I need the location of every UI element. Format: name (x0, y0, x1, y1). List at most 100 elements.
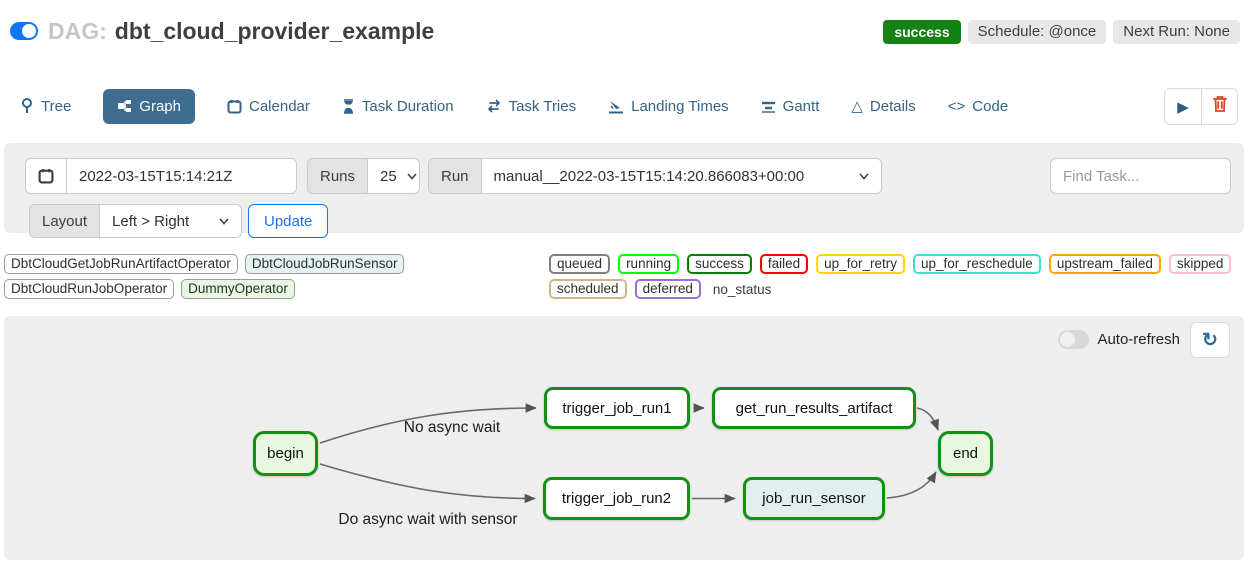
trash-icon (1212, 95, 1228, 118)
tab-landing-times[interactable]: Landing Times (608, 98, 729, 115)
tab-gantt[interactable]: Gantt (761, 98, 819, 115)
calendar-icon (227, 99, 242, 114)
status-legend: queued running success failed up_for_ret… (549, 254, 1244, 299)
play-icon: ▶ (1177, 98, 1189, 116)
plane-landing-icon (608, 99, 624, 114)
find-task-input[interactable] (1050, 158, 1231, 194)
schedule-badge: Schedule: @once (967, 20, 1107, 44)
legend-status[interactable]: up_for_reschedule (912, 254, 1041, 274)
legend-operator: DbtCloudRunJobOperator (4, 279, 175, 299)
dag-name: dbt_cloud_provider_example (114, 18, 435, 44)
edge-label: No async wait (403, 419, 501, 436)
page-title: DAG: dbt_cloud_provider_example (48, 18, 434, 45)
tab-label: Task Tries (508, 97, 577, 115)
run-label: Run (429, 159, 482, 193)
filter-panel: 2022-03-15T15:14:21Z Runs 25 Run manual_… (4, 143, 1244, 238)
status-badge: success (883, 20, 961, 44)
runs-select[interactable]: 25 (368, 159, 419, 193)
graph-canvas[interactable]: No async wait Do async wait with sensor … (4, 316, 1244, 560)
tab-task-duration[interactable]: Task Duration (342, 98, 454, 115)
tab-label: Code (972, 97, 1009, 115)
task-node-end[interactable]: end (938, 431, 993, 476)
chevron-down-icon (407, 172, 417, 180)
repeat-icon (486, 99, 502, 113)
code-icon: <> (947, 97, 966, 115)
dag-prefix-label: DAG: (48, 18, 107, 44)
dag-edges (319, 403, 939, 504)
tab-label: Details (869, 97, 916, 115)
view-tabs: Tree Graph Calendar Task Duration Task T… (20, 86, 1008, 126)
layout-label: Layout (30, 205, 101, 237)
legend-operator: DbtCloudGetJobRunArtifactOperator (4, 254, 238, 274)
base-date-group: 2022-03-15T15:14:21Z (25, 158, 297, 194)
legend-operator: DbtCloudJobRunSensor (244, 254, 405, 274)
legend-operator: DummyOperator (181, 279, 295, 299)
legend-status[interactable]: up_for_retry (816, 254, 905, 274)
legend: DbtCloudGetJobRunArtifactOperator DbtClo… (4, 254, 1244, 299)
edge-artifact-end (916, 407, 939, 431)
legend-status[interactable]: scheduled (549, 279, 627, 299)
operator-legend: DbtCloudGetJobRunArtifactOperator DbtClo… (4, 254, 549, 299)
run-group: Run manual__2022-03-15T15:14:20.866083+0… (428, 158, 882, 194)
edge-sensor-end (886, 471, 937, 499)
auto-refresh-control: Auto-refresh (1058, 330, 1180, 349)
tab-calendar[interactable]: Calendar (227, 98, 310, 115)
legend-status[interactable]: queued (549, 254, 611, 274)
task-node-begin[interactable]: begin (253, 431, 318, 476)
layout-select[interactable]: Left > Right (100, 205, 241, 237)
dag-pause-toggle[interactable] (10, 22, 38, 40)
tab-graph[interactable]: Graph (103, 88, 195, 124)
legend-status[interactable]: skipped (1168, 254, 1232, 274)
graph-icon (117, 99, 132, 113)
dag-actions: ▶ (1164, 88, 1238, 125)
hourglass-icon (342, 98, 355, 114)
gantt-bars-icon (761, 100, 776, 113)
task-node-get-run-results-artifact[interactable]: get_run_results_artifact (712, 387, 916, 429)
run-selected-value: manual__2022-03-15T15:14:20.866083+00:00 (493, 167, 805, 185)
triangle-icon: △ (851, 97, 863, 115)
tree-pin-icon (20, 98, 34, 114)
toggle-knob (1060, 332, 1076, 347)
runs-group: Runs 25 (307, 158, 420, 194)
refresh-icon: ↻ (1202, 329, 1218, 351)
task-node-job-run-sensor[interactable]: job_run_sensor (743, 477, 885, 520)
task-node-trigger-job-run2[interactable]: trigger_job_run2 (543, 477, 690, 520)
tab-label: Calendar (249, 97, 310, 115)
calendar-picker-icon[interactable] (26, 159, 67, 193)
auto-refresh-label: Auto-refresh (1097, 331, 1180, 348)
update-button[interactable]: Update (248, 204, 329, 238)
auto-refresh-toggle[interactable] (1058, 330, 1090, 349)
refresh-button[interactable]: ↻ (1190, 322, 1230, 358)
tab-task-tries[interactable]: Task Tries (486, 97, 577, 115)
legend-status[interactable]: failed (759, 254, 809, 274)
header-badges: success Schedule: @once Next Run: None (883, 20, 1240, 44)
layout-selected-value: Left > Right (112, 212, 190, 230)
legend-status[interactable]: success (687, 254, 752, 274)
legend-status[interactable]: running (618, 254, 680, 274)
tab-details[interactable]: △ Details (851, 98, 915, 115)
legend-status[interactable]: deferred (634, 279, 701, 299)
chevron-down-icon (219, 217, 229, 225)
task-node-trigger-job-run1[interactable]: trigger_job_run1 (544, 387, 690, 429)
edge-begin-run2 (319, 463, 536, 504)
layout-group: Layout Left > Right (29, 204, 242, 238)
tab-tree[interactable]: Tree (20, 98, 71, 115)
tab-code[interactable]: <> Code (948, 98, 1008, 115)
base-date-input[interactable]: 2022-03-15T15:14:21Z (67, 159, 245, 193)
next-run-badge: Next Run: None (1113, 20, 1240, 44)
delete-dag-button[interactable] (1201, 89, 1237, 124)
run-select[interactable]: manual__2022-03-15T15:14:20.866083+00:00 (481, 159, 881, 193)
tab-label: Landing Times (631, 97, 729, 115)
runs-selected-value: 25 (380, 167, 397, 185)
chevron-down-icon (859, 172, 869, 180)
toggle-knob (22, 24, 36, 38)
legend-status[interactable]: no_status (708, 280, 776, 298)
edge-begin-run1 (319, 403, 537, 444)
trigger-dag-button[interactable]: ▶ (1165, 89, 1201, 124)
tab-label: Graph (139, 97, 181, 115)
tab-label: Task Duration (361, 97, 454, 115)
tab-label: Tree (41, 97, 72, 115)
runs-label: Runs (308, 159, 369, 193)
legend-status[interactable]: upstream_failed (1048, 254, 1161, 274)
